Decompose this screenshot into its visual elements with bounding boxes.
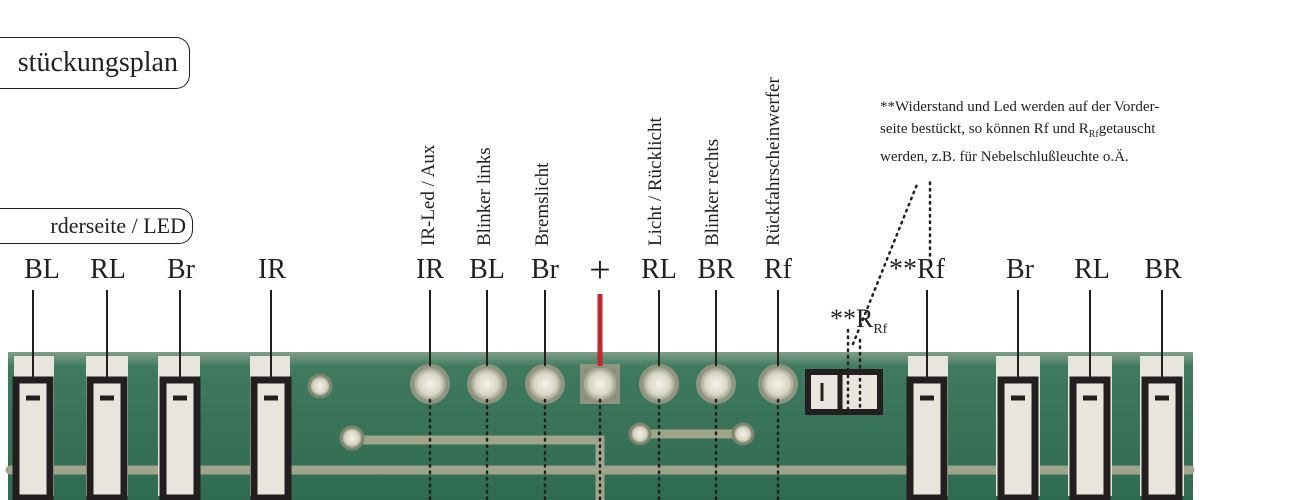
pad-label-rf: Rf: [764, 254, 792, 285]
side-label-box: rderseite / LED: [0, 208, 193, 244]
pad-label-br-right: Br: [1006, 254, 1034, 285]
resistor-rf-body: [805, 369, 883, 415]
pad-ir: [410, 364, 450, 404]
via-left: [307, 373, 333, 399]
side-label: rderseite / LED: [50, 213, 186, 238]
resistor-label-sub: Rf: [873, 322, 888, 338]
pad-label-bright: BR: [697, 254, 735, 285]
note-line-2a: seite bestückt, so können Rf und R: [880, 121, 1089, 137]
note-line-2: seite bestückt, so können Rf und RRfgeta…: [880, 118, 1290, 146]
pad-label-rl: RL: [641, 254, 677, 285]
resistor-note: **Widerstand und Led werden auf der Vord…: [880, 96, 1290, 168]
pad-bright: [696, 364, 736, 404]
note-line-1: **Widerstand und Led werden auf der Vord…: [880, 99, 1160, 115]
pad-bl: [467, 364, 507, 404]
pad-rf: [758, 364, 798, 404]
pad-label-rl-left: RL: [90, 254, 126, 285]
pad-label-ir: IR: [416, 254, 444, 285]
note-line-2b: getauscht: [1098, 121, 1156, 137]
dotted-leads: [428, 180, 932, 500]
pad-label-plus: +: [589, 249, 611, 291]
via-mid-right: [628, 422, 652, 446]
pad-plus: [580, 364, 620, 404]
pad-rl: [639, 364, 679, 404]
via-mid-left: [339, 425, 365, 451]
pad-label-bl: BL: [469, 254, 505, 285]
note-line-2-sub: Rf: [1088, 129, 1099, 140]
pad-label-rl-right: RL: [1074, 254, 1110, 285]
pad-label-br-left: Br: [167, 254, 195, 285]
note-line-3: werden, z.B. für Nebelschlußleuchte o.Ä.: [880, 149, 1129, 165]
resistor-label-text: **R: [830, 304, 874, 333]
pad-label-br-far-right: BR: [1144, 254, 1182, 285]
leader-lines: [32, 290, 1163, 380]
pad-label-ir-left: IR: [258, 254, 286, 285]
pad-label-bl-left: BL: [24, 254, 60, 285]
pad-label-br: Br: [531, 254, 559, 285]
page-title: stückungsplan: [17, 47, 178, 78]
resistor-label: **RRf: [830, 304, 887, 338]
pad-label-rf-front: **Rf: [889, 254, 945, 285]
title-box: stückungsplan: [0, 37, 190, 89]
via-right: [731, 422, 755, 446]
pad-br: [525, 364, 565, 404]
